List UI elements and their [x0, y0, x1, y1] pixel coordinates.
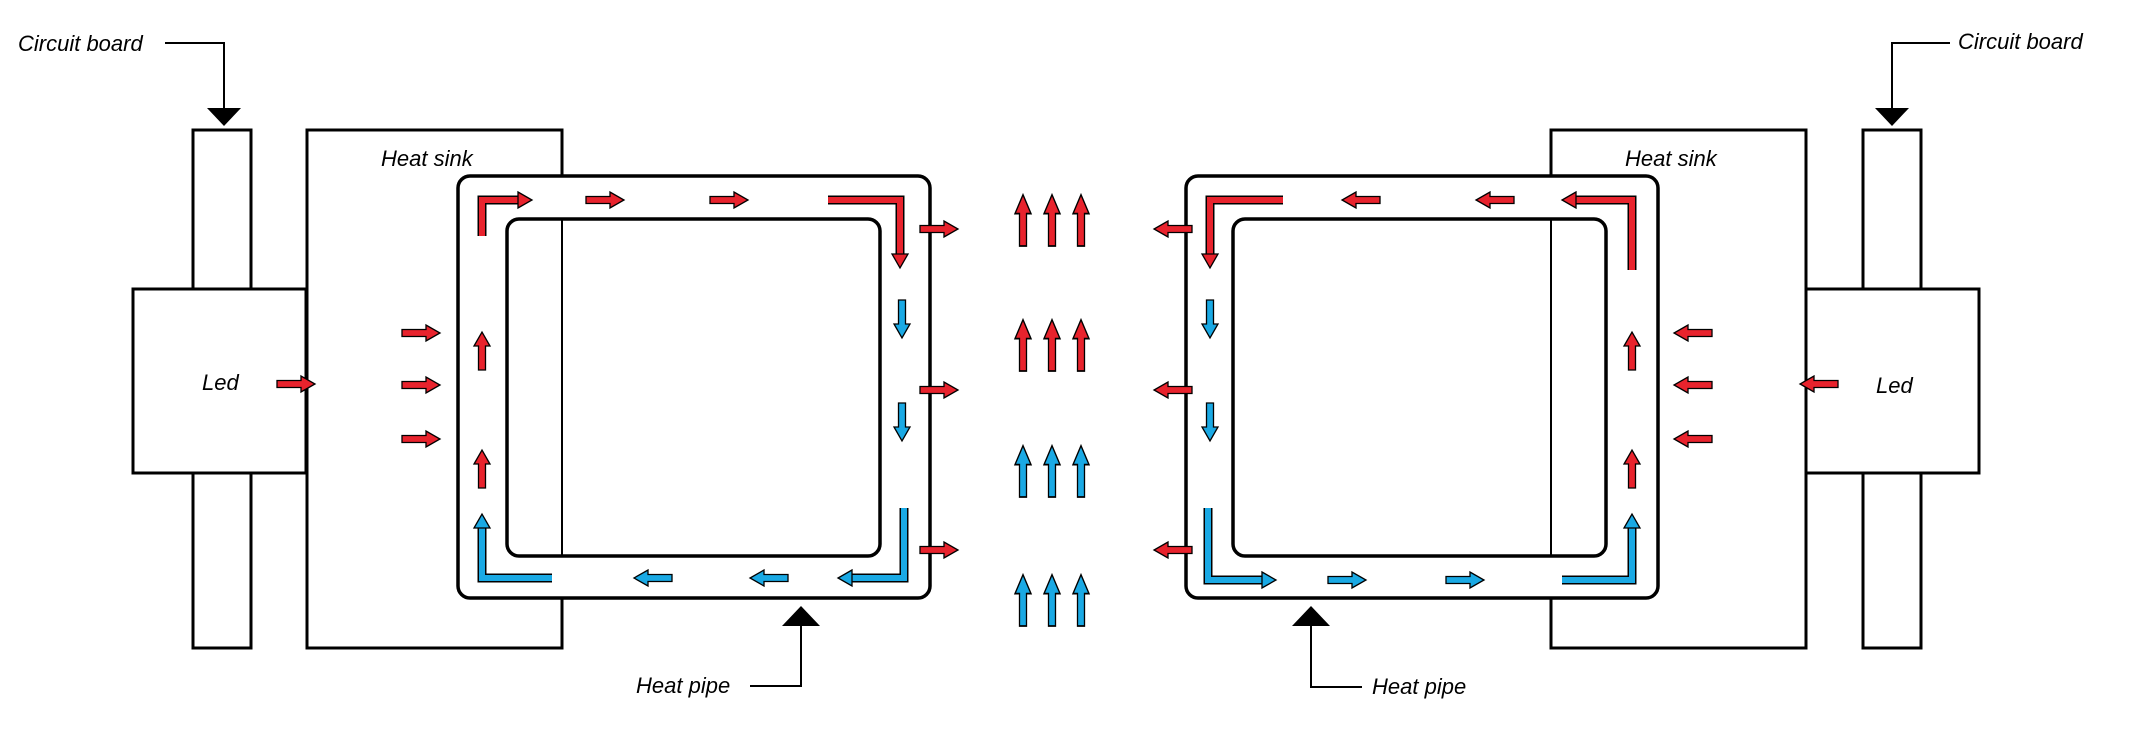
arrow — [1205, 508, 1264, 583]
arrow — [1072, 193, 1090, 247]
left-heat-sink-label: Heat sink — [381, 146, 474, 171]
arrow — [479, 197, 520, 236]
left-circuit-board-pointer — [207, 108, 241, 126]
arrow — [890, 253, 910, 270]
right-heat-pipe-leader — [1310, 626, 1362, 688]
left-heat-pipe-label: Heat pipe — [636, 673, 730, 698]
arrow — [828, 197, 903, 256]
arrow — [1072, 573, 1090, 627]
arrow — [1562, 526, 1635, 583]
arrow — [1622, 512, 1642, 529]
arrow — [1014, 193, 1032, 247]
arrow — [1043, 318, 1061, 372]
arrow — [517, 190, 534, 210]
arrow — [836, 568, 853, 588]
arrow — [1014, 444, 1032, 498]
arrow — [1072, 444, 1090, 498]
right-circuit-board-pointer — [1875, 108, 1909, 126]
arrow — [1014, 573, 1032, 627]
right-heat-pipe-pointer — [1292, 606, 1330, 626]
right-assembly: Heat sink Led Circuit board Heat pipe — [1184, 29, 2083, 699]
arrow — [472, 512, 492, 529]
arrow — [1261, 570, 1278, 590]
left-led-label: Led — [202, 370, 239, 395]
arrow — [1207, 197, 1283, 256]
left-heat-pipe-pointer — [782, 606, 820, 626]
right-heat-pipe-label: Heat pipe — [1372, 674, 1466, 699]
left-circuit-board-label: Circuit board — [18, 31, 143, 56]
left-heat-pipe-inner — [505, 217, 882, 558]
right-circuit-board-label: Circuit board — [1958, 29, 2083, 54]
arrow — [479, 526, 552, 581]
arrow — [1200, 253, 1220, 270]
arrow — [1043, 444, 1061, 498]
arrow — [1014, 318, 1032, 372]
arrow — [850, 508, 907, 581]
arrow — [1043, 193, 1061, 247]
left-circuit-board-leader — [165, 42, 225, 108]
right-led-label: Led — [1876, 373, 1913, 398]
arrow — [1072, 318, 1090, 372]
left-heat-pipe-leader — [750, 626, 802, 687]
arrow — [1043, 573, 1061, 627]
left-assembly: Heat sink Led Circuit board Heat pipe — [18, 31, 932, 698]
arrow — [1574, 197, 1635, 270]
flow-arrows — [276, 190, 1839, 627]
right-circuit-board-leader — [1891, 42, 1950, 108]
right-heat-pipe-inner — [1231, 217, 1608, 558]
arrow — [1560, 190, 1577, 210]
right-heat-sink-label: Heat sink — [1625, 146, 1718, 171]
